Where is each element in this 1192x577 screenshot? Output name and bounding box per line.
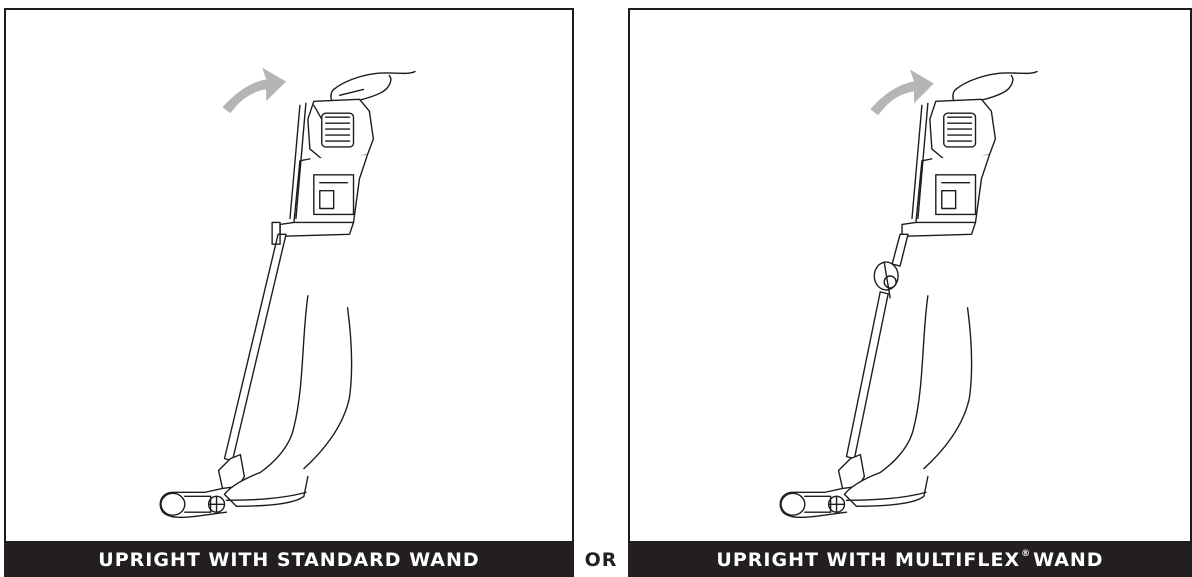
or-separator: OR [574,543,628,577]
illustration-panel-standard-wand [4,8,574,543]
rotate-arrow-icon [223,68,287,114]
rotate-arrow-icon [870,70,934,116]
vacuum-multiflex-wand-illustration [630,10,1190,541]
illustration-panel-multiflex-wand [628,8,1192,543]
registered-mark: ® [1021,549,1031,559]
vacuum-standard-wand-illustration [6,10,572,541]
caption-text-suffix: WAND [1033,549,1103,571]
caption-standard-wand: UPRIGHT WITH STANDARD WAND [4,543,574,577]
caption-text: UPRIGHT WITH STANDARD WAND [98,549,479,571]
caption-multiflex-wand: UPRIGHT WITH MULTIFLEX® WAND [628,543,1192,577]
caption-text: UPRIGHT WITH MULTIFLEX [716,549,1020,571]
